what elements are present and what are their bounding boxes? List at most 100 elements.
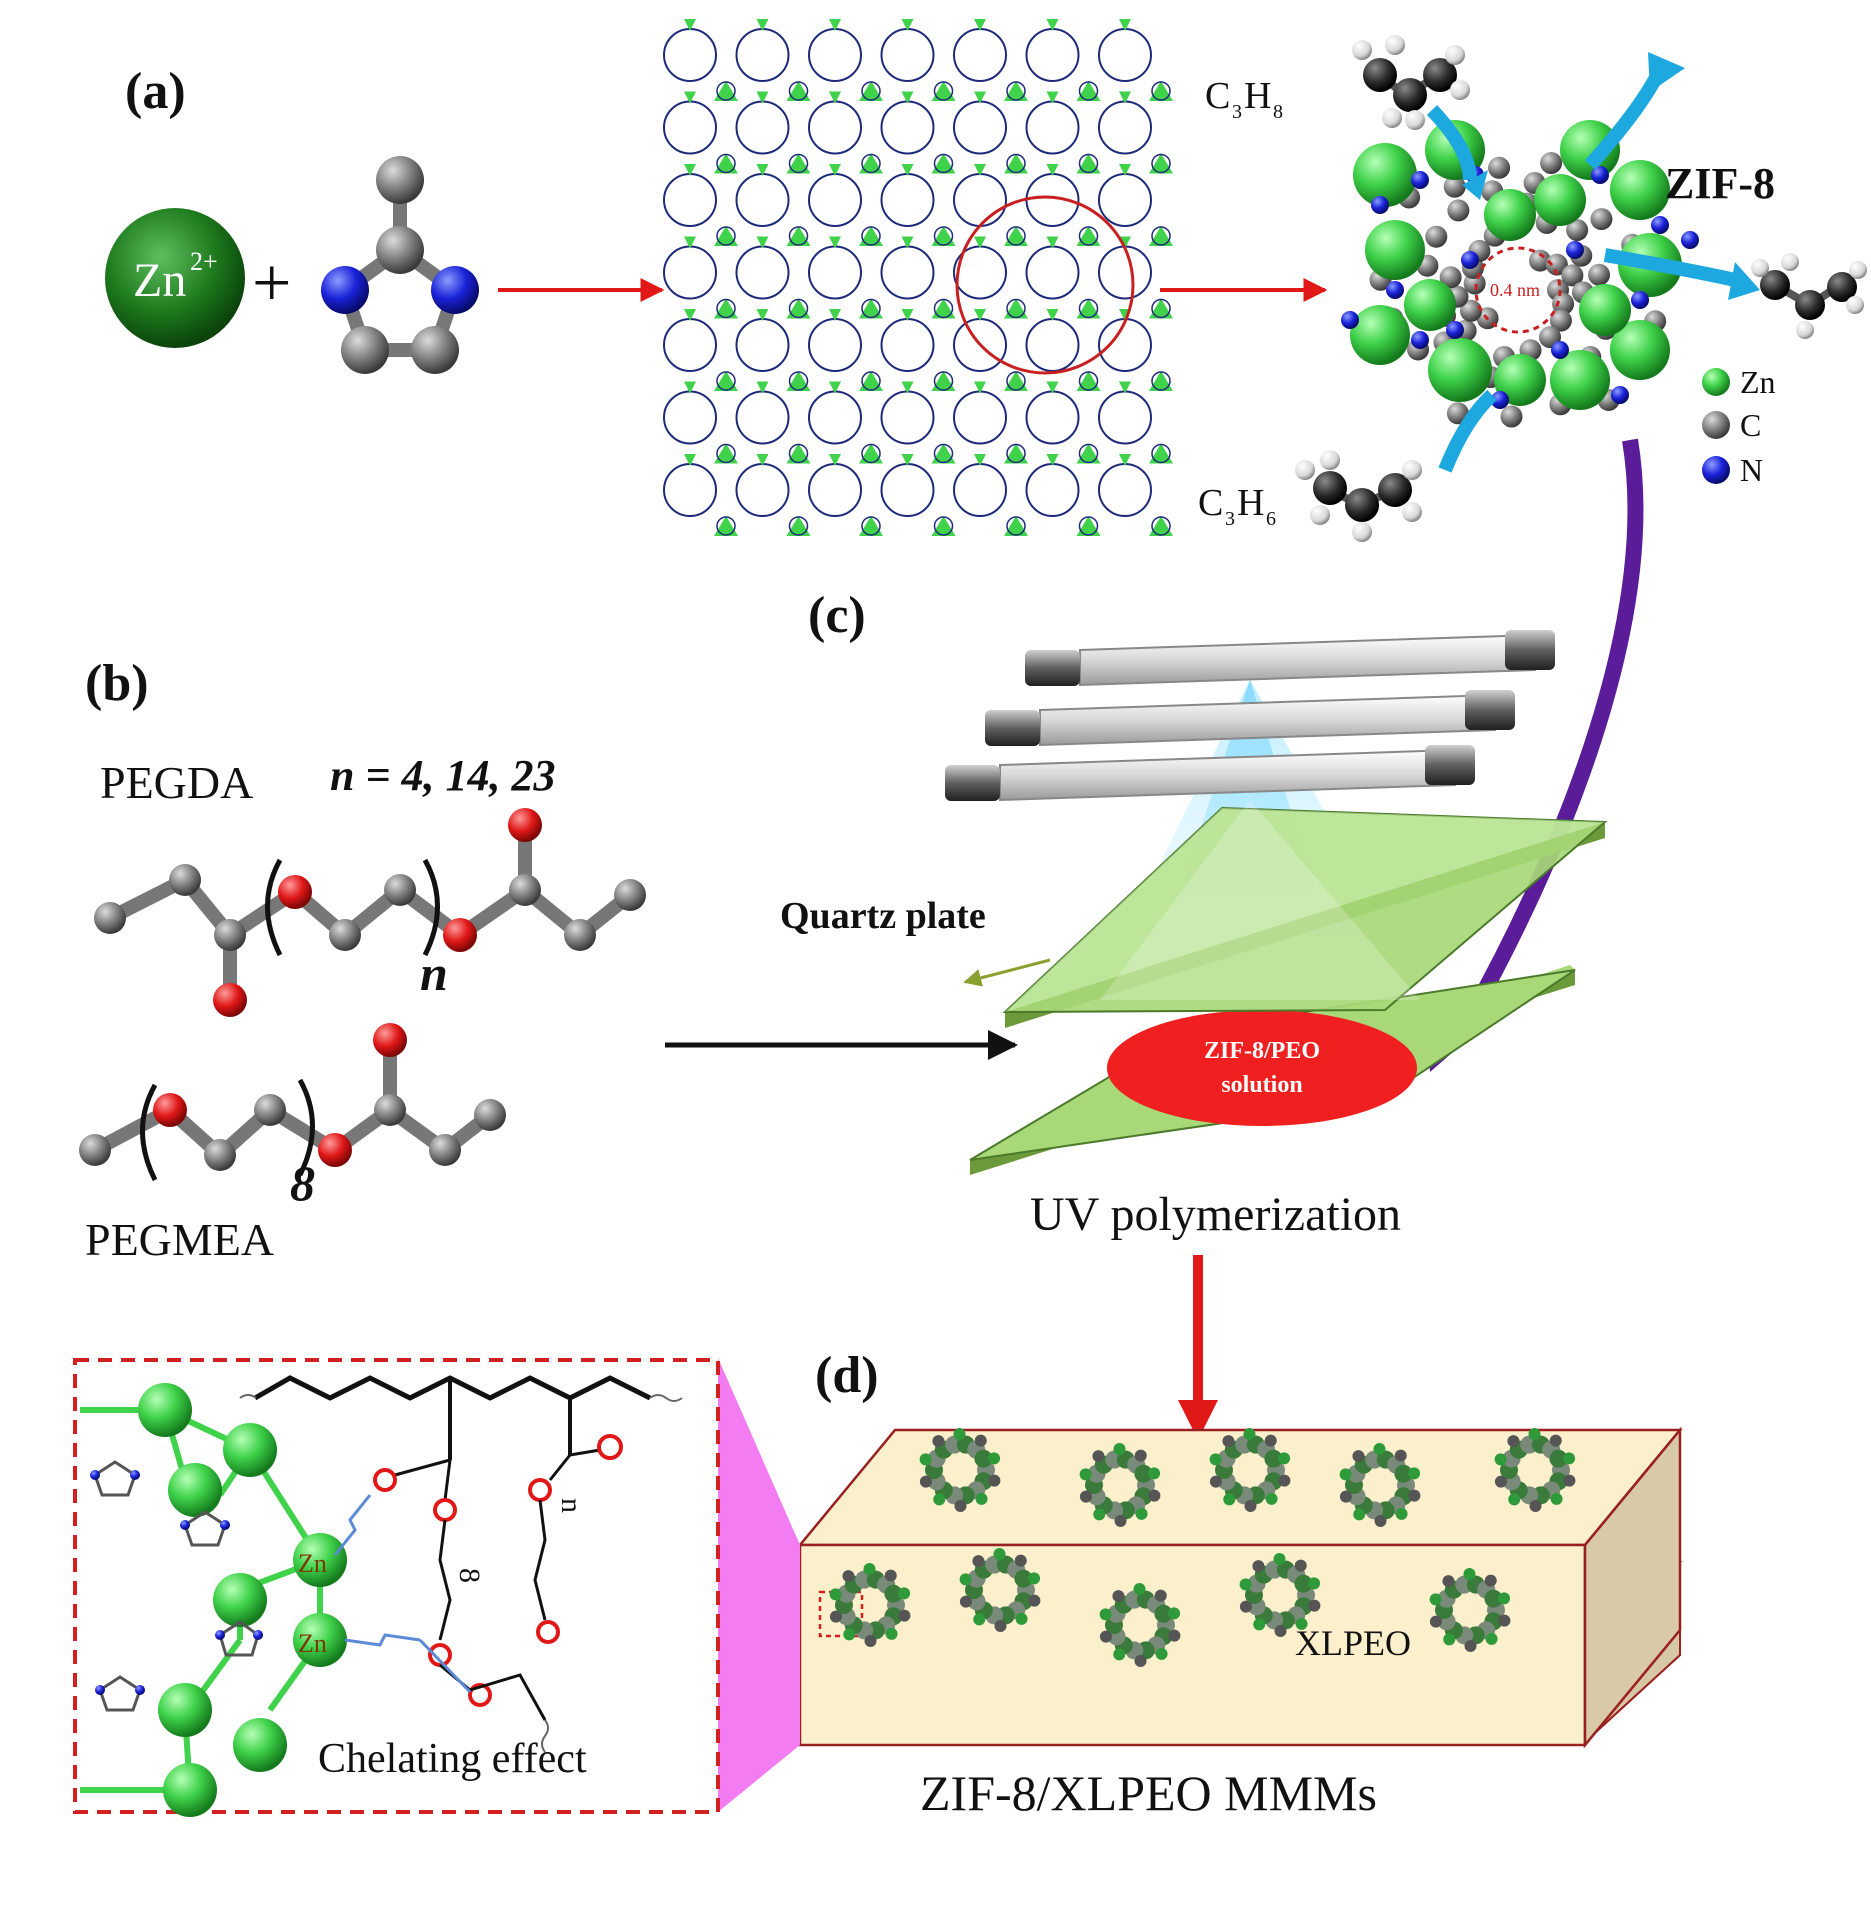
zn-tetrahedron (931, 81, 956, 101)
zn-atom (293, 1533, 347, 1587)
zn-tetrahedron (1004, 298, 1028, 319)
lattice-ring (735, 390, 790, 445)
carbon-atom (341, 326, 389, 374)
linker-node (716, 516, 736, 536)
carbon-atom (1566, 219, 1589, 242)
zn-atom (1428, 338, 1492, 402)
lattice-ring (1025, 100, 1080, 155)
zn-tetrahedron (931, 153, 956, 174)
zn-tetrahedron (901, 91, 914, 104)
linker-node (1078, 226, 1099, 246)
uv-lamp (1025, 630, 1555, 687)
nitrogen-atom (1591, 166, 1609, 184)
zn-atom (213, 1573, 267, 1627)
zn-tetrahedron (714, 298, 738, 319)
lattice-ring (1098, 463, 1152, 517)
zn-label-1: Zn (298, 1549, 327, 1578)
lattice-ring (953, 28, 1007, 82)
zn-atom (1610, 320, 1670, 380)
zn-tetrahedron (786, 298, 811, 319)
carbon-atom (1500, 405, 1523, 428)
solution-label-line1: ZIF-8/PEO (1204, 1038, 1320, 1064)
carbon-atom (376, 226, 424, 274)
zn-tetrahedron (1149, 81, 1173, 101)
zn-tetrahedron (974, 164, 986, 176)
zn-tetrahedron (901, 19, 914, 31)
zn-tetrahedron (859, 371, 883, 391)
propane-molecule (1352, 35, 1470, 130)
uv-lamp (985, 690, 1515, 747)
arrowhead-icon (1178, 1400, 1218, 1440)
carbon-atom (1540, 152, 1563, 175)
c3h8-outflow-arrow (1584, 66, 1667, 170)
methyl-carbon-atom (376, 156, 424, 204)
zn-tetrahedron (931, 371, 956, 391)
nitrogen-atom (1491, 391, 1509, 409)
linker-node (861, 153, 881, 174)
lattice-ring (953, 100, 1007, 155)
lattice-ring (808, 390, 862, 445)
linker-node (1006, 81, 1026, 101)
top-quartz-plate (1002, 800, 1608, 1028)
zn-tetrahedron (829, 236, 841, 249)
zn-tetrahedron (829, 454, 841, 466)
zn-tetrahedron (1004, 443, 1028, 464)
lattice-ring (880, 463, 935, 517)
linker-node (933, 371, 954, 391)
carbon-atom (1590, 208, 1613, 231)
nitrogen-atom (1551, 341, 1569, 359)
linker-node (1078, 443, 1099, 464)
zn-tetrahedron (829, 91, 841, 104)
pegmea-8-subscript: 8 (290, 1155, 315, 1211)
zn-tetrahedron (1004, 81, 1028, 101)
legend-n-marker (1702, 456, 1730, 484)
zif8-particle (919, 1428, 1001, 1512)
zn-tetrahedron (1076, 516, 1101, 536)
zn-tetrahedron (1076, 371, 1101, 391)
zn-tetrahedron (684, 236, 696, 249)
svg-text:3: 3 (1232, 101, 1242, 123)
zn-atom (138, 1383, 192, 1437)
zn-tetrahedron (1046, 309, 1059, 321)
lattice-ring (953, 463, 1007, 517)
zn-tetrahedron (859, 298, 883, 319)
linker-node (1006, 298, 1026, 319)
lattice-ring (880, 100, 935, 155)
zn-tetrahedron (829, 19, 841, 31)
linker-node (861, 516, 881, 536)
linker-node (716, 81, 736, 101)
zn-atom (1560, 120, 1620, 180)
legend-n-label: N (1740, 452, 1763, 488)
lattice-ring (880, 390, 935, 445)
lattice-ring (808, 28, 862, 82)
linker-node (716, 443, 736, 464)
zn-tetrahedron (859, 81, 883, 101)
zn-atom (1550, 350, 1610, 410)
nitrogen-atom (321, 266, 369, 314)
carbon-atom (411, 326, 459, 374)
pegmea-molecule (79, 1023, 506, 1182)
zn-label-2: Zn (298, 1629, 327, 1658)
linker-node (788, 443, 809, 464)
lattice-ring (735, 318, 790, 372)
atom-legend: Zn C N (1702, 364, 1776, 488)
carbon-atom (1447, 199, 1470, 222)
lattice-ring (663, 463, 717, 517)
zn-tetrahedron (829, 309, 841, 321)
linker-node (1078, 153, 1099, 174)
zif8-particle (1099, 1583, 1181, 1667)
carbon-atom (1439, 266, 1462, 289)
mmms-title: ZIF-8/XLPEO MMMs (920, 1765, 1377, 1821)
zn-ion-label: Zn (133, 254, 186, 307)
zn-atom (158, 1683, 212, 1737)
zn-tetrahedron (859, 226, 883, 246)
lattice-ring (808, 173, 862, 227)
zn-tetrahedron (714, 81, 738, 101)
carbon-atom (1459, 299, 1482, 322)
linker-node (788, 226, 809, 246)
panel-a-label: (a) (125, 63, 186, 120)
legend-c-label: C (1740, 407, 1761, 443)
zn-tetrahedron (684, 164, 696, 176)
zn-tetrahedron (1149, 226, 1173, 246)
carbon-atom (1488, 156, 1511, 179)
